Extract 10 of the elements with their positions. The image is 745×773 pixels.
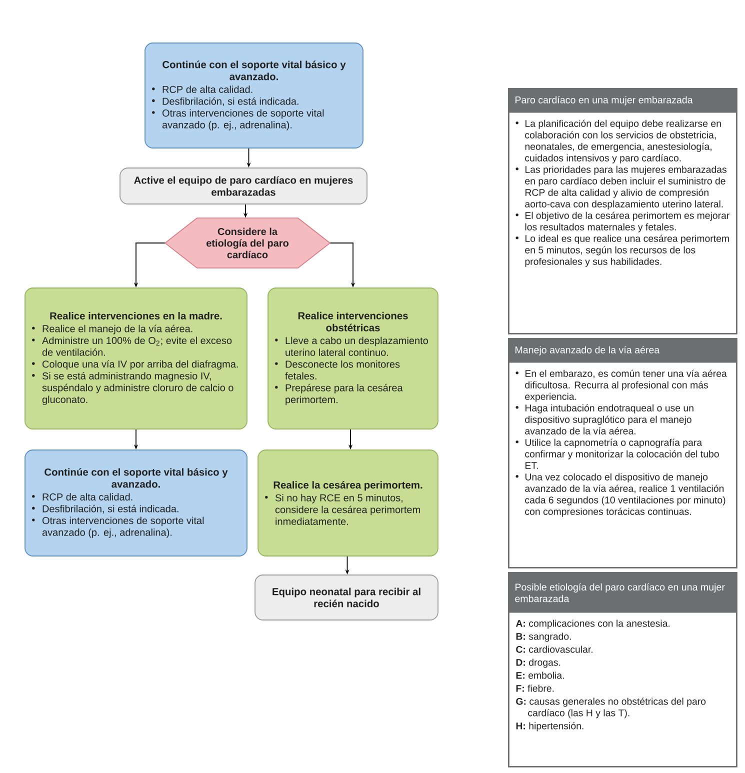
process-box: Active el equipo de paro cardíaco en mujeres embarazadas [120, 168, 368, 204]
process-box: Equipo neonatal para recibir al recién nacido [254, 574, 438, 620]
process-box: Continúe con el soporte vital básico y avanzado. RCP de alta calidad. Desfibrilación, si está indicada. Otras intervenciones de soporte vital avanzado (p. ej., adrenalina). [144, 42, 364, 148]
process-box: Realice la cesárea perimortem. Si no hay RCE en 5 minutos, considere la cesárea perimortem inmediatamente. [258, 450, 438, 556]
process-box: Continúe con el soporte vital básico y avanzado. RCP de alta calidad. Desfibrilación, si está indicada. Otras intervenciones de soporte vital avanzado (p. ej., adrenalina). [24, 450, 248, 556]
info-panel: Paro cardíaco en una mujer embarazada La planificación del equipo debe realizarse en colaboración con los servicios de obstetricia, neonatales, de emergencia, anestesiología, cuidados intensivos y paro cardíaco. Las prioridades para las mujeres embarazadas en paro cardíaco deben incluir el suministro de RCP de alta calidad y alivio de compresión aorto-cava con desplazamiento uterino lateral. El objetivo de la cesárea perimortem es mejorar los resultados maternales y fetales. Lo ideal es que realice una cesárea perimortem en 5 minutos, según los recursos de los profesionales y sus habilidades. [508, 88, 738, 334]
info-panel: Manejo avanzado de la vía aérea En el embarazo, es común tener una vía aérea dificultosa. Recurra al profesional con más experiencia. Haga intubación endotraqueal o use un dispositivo supraglótico para el manejo avanzado de la vía aérea. Utilice la capnometría o capnografía para confirmar y monitorizar la colocación del tubo ET. Una vez colocado el dispositivo de manejo avanzado de la vía aérea, realice 1 ventilación cada 6 segundos (10 ventilaciones por minuto) con compresiones torácicas continuas. [508, 338, 738, 568]
process-box: Realice intervenciones obstétricas Lleve a cabo un desplazamiento uterino lateral continuo. Desconecte los monitores fetales. Prepárese para la cesárea perimortem. [268, 288, 438, 430]
info-panel: Posible etiología del paro cardíaco en una mujer embarazada A: complicaciones con la anestesia. B: sangrado. C: cardiovascular. D: drogas. E: embolia. F: fiebre. G: causas generales no obstétricas del paro cardíaco (las H y las T). H: hipertensión. [508, 572, 738, 768]
process-box: Realice intervenciones en la madre. Realice el manejo de la vía aérea. Administre un 100% de O$_{2}$; evite el exceso de ventilación. Coloque una vía IV por arriba del diafragma. Si se está administrando magnesio IV, suspéndalo y administre cloruro de calcio o gluconato. [24, 288, 248, 430]
